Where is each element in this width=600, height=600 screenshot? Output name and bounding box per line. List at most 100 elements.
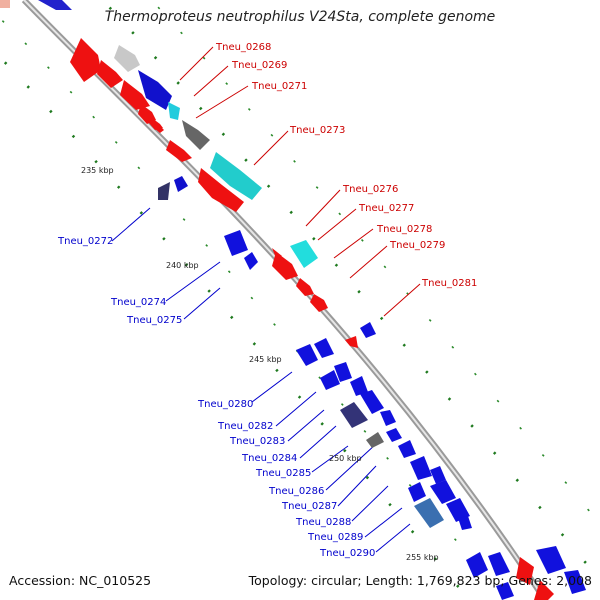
gene-highlight-tneu-0289[interactable] bbox=[414, 498, 444, 528]
gene-reverse-tneu-0274[interactable] bbox=[224, 230, 248, 256]
gene-forward-bottom-1[interactable] bbox=[516, 557, 534, 585]
gene-rna-tneu-0272[interactable] bbox=[158, 182, 170, 200]
gene-reverse-tneu-0284c[interactable] bbox=[380, 410, 396, 426]
gene-forward-tneu-0278[interactable] bbox=[296, 278, 314, 296]
gc-mark bbox=[202, 56, 206, 60]
label-callout-line bbox=[111, 207, 151, 242]
gene-label-reverse[interactable]: Tneu_0288 bbox=[295, 517, 351, 528]
gc-mark bbox=[338, 212, 342, 216]
gene-label-reverse[interactable]: Tneu_0280 bbox=[197, 399, 253, 410]
scale-labels: 235 kbp 240 kbp 245 kbp 250 kbp 255 kbp bbox=[81, 166, 439, 562]
gene-highlight-tneu-0277[interactable] bbox=[290, 240, 318, 268]
gc-mark bbox=[447, 397, 452, 401]
gene-forward-small-2[interactable] bbox=[154, 124, 164, 133]
gene-reverse-tneu-0282b[interactable] bbox=[334, 362, 352, 382]
gc-mark bbox=[312, 237, 316, 241]
gene-forward-tneu-0269[interactable] bbox=[120, 80, 150, 110]
label-callout-line bbox=[275, 391, 317, 427]
gene-label-forward[interactable]: Tneu_0281 bbox=[421, 278, 477, 289]
gene-label-reverse[interactable]: Tneu_0274 bbox=[110, 297, 166, 308]
gene-highlight-0268[interactable] bbox=[114, 45, 140, 72]
gene-reverse-tneu-0290[interactable] bbox=[446, 498, 470, 522]
gc-mark bbox=[162, 237, 166, 241]
gene-forward-tneu-0276[interactable] bbox=[272, 252, 298, 280]
gc-mark bbox=[451, 345, 455, 349]
gene-label-reverse[interactable]: Tneu_0285 bbox=[255, 468, 311, 479]
gene-partial-top[interactable] bbox=[38, 0, 72, 10]
gene-label-forward[interactable]: Tneu_0279 bbox=[389, 240, 445, 251]
gene-forward-tneu-0279[interactable] bbox=[310, 294, 328, 312]
gene-reverse-bottom-2[interactable] bbox=[488, 552, 510, 576]
gene-rna-tneu-0284[interactable] bbox=[340, 402, 368, 428]
gene-reverse-tneu-0283[interactable] bbox=[350, 376, 368, 396]
gene-reverse-bottom-4[interactable] bbox=[564, 570, 586, 594]
gene-label-forward[interactable]: Tneu_0271 bbox=[251, 81, 307, 92]
gene-label-forward[interactable]: Tneu_0269 bbox=[231, 60, 287, 71]
gene-reverse-tneu-0284b[interactable] bbox=[360, 390, 384, 414]
gene-reverse-tneu-0288[interactable] bbox=[408, 482, 426, 502]
gene-forward-tneu-0268[interactable] bbox=[70, 38, 101, 82]
gene-reverse-tneu-0289b[interactable] bbox=[430, 480, 456, 504]
gene-reverse-tneu-0290b[interactable] bbox=[458, 516, 472, 530]
gene-highlight-tneu-0273[interactable] bbox=[210, 152, 262, 200]
gc-mark bbox=[425, 370, 429, 374]
gene-reverse-top-1[interactable] bbox=[138, 70, 172, 110]
gene-label-reverse[interactable]: Tneu_0287 bbox=[281, 501, 337, 512]
gene-reverse-tneu-0282[interactable] bbox=[320, 370, 340, 390]
gene-label-forward[interactable]: Tneu_0277 bbox=[358, 203, 414, 214]
gc-mark bbox=[454, 538, 457, 541]
gene-partial-top-left[interactable] bbox=[0, 0, 10, 8]
gc-mark bbox=[519, 426, 522, 430]
gc-mark bbox=[379, 316, 384, 321]
gene-label-forward[interactable]: Tneu_0278 bbox=[376, 224, 432, 235]
gc-mark bbox=[273, 323, 276, 326]
gene-forward-bottom-2[interactable] bbox=[534, 580, 554, 600]
gene-label-forward[interactable]: Tneu_0276 bbox=[342, 184, 398, 195]
gene-reverse-tneu-0288b[interactable] bbox=[410, 456, 432, 480]
gene-label-reverse[interactable]: Tneu_0282 bbox=[217, 421, 273, 432]
scale-label: 245 kbp bbox=[249, 355, 282, 364]
genome-summary-label: Topology: circular; Length: 1,769,823 bp… bbox=[248, 573, 592, 588]
gc-mark bbox=[383, 265, 387, 269]
gene-label-forward[interactable]: Tneu_0268 bbox=[215, 42, 271, 53]
gene-pseudo-tneu-0285[interactable] bbox=[366, 432, 384, 448]
gene-label-reverse[interactable]: Tneu_0289 bbox=[307, 532, 363, 543]
gene-label-reverse[interactable]: Tneu_0286 bbox=[268, 486, 324, 497]
gene-label-reverse[interactable]: Tneu_0283 bbox=[229, 436, 285, 447]
gene-reverse-tneu-0286[interactable] bbox=[386, 428, 402, 442]
label-callout-lines bbox=[111, 46, 421, 553]
gene-forward-tneu-0273-main[interactable] bbox=[198, 168, 244, 212]
gc-mark bbox=[386, 456, 389, 460]
gene-reverse-tneu-0280b[interactable] bbox=[314, 338, 334, 358]
gene-reverse-tneu-0281[interactable] bbox=[360, 322, 376, 338]
gene-label-reverse[interactable]: Tneu_0275 bbox=[126, 315, 182, 326]
gene-reverse-bottom-3[interactable] bbox=[536, 546, 566, 574]
gc-mark bbox=[538, 505, 542, 510]
gene-reverse-bottom-1[interactable] bbox=[466, 552, 488, 578]
gene-forward-tneu-0273[interactable] bbox=[166, 140, 192, 162]
gene-forward-tneu-0281[interactable] bbox=[345, 336, 358, 348]
gene-reverse-bottom-5[interactable] bbox=[496, 582, 514, 600]
gc-mark bbox=[71, 134, 76, 139]
gene-pseudo-tneu-0273[interactable] bbox=[182, 120, 210, 150]
gc-mark bbox=[474, 372, 477, 376]
gene-label-reverse[interactable]: Tneu_0290 bbox=[319, 548, 375, 559]
reverse-gene-labels: Tneu_0272 Tneu_0274 Tneu_0275 Tneu_0280 … bbox=[57, 236, 375, 559]
gc-mark bbox=[180, 31, 183, 35]
gene-label-reverse[interactable]: Tneu_0284 bbox=[241, 453, 297, 464]
label-callout-line bbox=[165, 261, 221, 302]
gene-highlight-tneu-0271[interactable] bbox=[168, 102, 180, 120]
gene-reverse-tneu-0288c[interactable] bbox=[430, 466, 446, 484]
gene-label-forward[interactable]: Tneu_0273 bbox=[289, 125, 345, 136]
label-callout-line bbox=[251, 371, 293, 403]
gc-mark bbox=[92, 115, 96, 119]
gene-reverse-tneu-0280[interactable] bbox=[296, 344, 318, 366]
gene-reverse-tneu-0275[interactable] bbox=[244, 252, 258, 270]
gene-reverse-tneu-0272b[interactable] bbox=[174, 176, 188, 192]
gene-reverse-tneu-0287[interactable] bbox=[398, 440, 416, 458]
gene-forward-tneu-0268b[interactable] bbox=[97, 60, 123, 88]
label-callout-line bbox=[287, 409, 325, 442]
gc-mark bbox=[199, 106, 203, 111]
gc-mark bbox=[3, 61, 8, 65]
gene-label-reverse[interactable]: Tneu_0272 bbox=[57, 236, 113, 247]
